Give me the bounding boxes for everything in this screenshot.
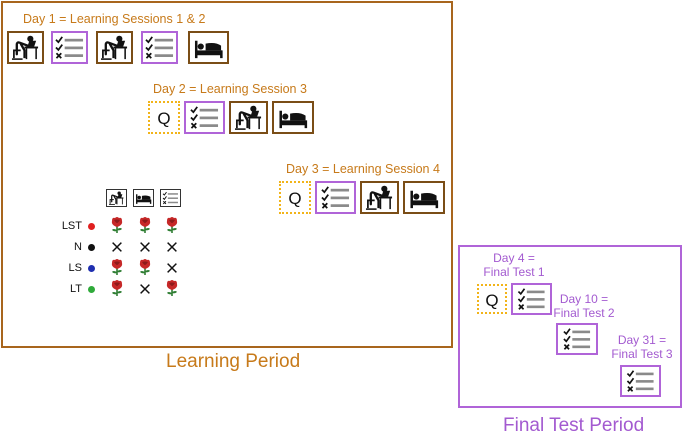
rose-icon	[164, 216, 180, 239]
cross-icon	[165, 261, 179, 280]
cross-icon	[138, 282, 152, 301]
study-icon	[360, 181, 399, 214]
legend-row-dot	[88, 223, 95, 230]
day4-line1: Day 4 =	[493, 251, 535, 265]
sleep-icon	[188, 31, 229, 64]
day3-label: Day 3 = Learning Session 4	[286, 162, 440, 176]
day1-label: Day 1 = Learning Sessions 1 & 2	[23, 12, 206, 26]
rose-icon	[109, 258, 125, 281]
legend-row-label: LT	[69, 283, 82, 295]
test-icon	[556, 323, 598, 355]
legend-row-label: LST	[61, 220, 82, 232]
quiz-letter: Q	[288, 189, 302, 208]
quiz-box: Q	[477, 284, 507, 314]
rose-icon	[164, 279, 180, 302]
legend-row-dot	[88, 286, 95, 293]
sleep-icon	[403, 181, 445, 214]
legend-header-sleep-icon	[133, 189, 154, 207]
day4-line2: Final Test 1	[483, 265, 545, 279]
day2-label: Day 2 = Learning Session 3	[153, 82, 307, 96]
legend-row-dot	[88, 244, 95, 251]
cross-icon	[165, 240, 179, 259]
legend-row-label: N	[74, 241, 82, 253]
study-icon	[96, 31, 133, 64]
test-icon	[184, 101, 225, 134]
rose-icon	[109, 216, 125, 239]
test-icon	[141, 31, 178, 64]
quiz-letter: Q	[157, 109, 171, 128]
test-icon	[51, 31, 88, 64]
day31-line1: Day 31 =	[617, 333, 667, 347]
rose-icon	[109, 279, 125, 302]
legend-header-test-icon	[160, 189, 181, 207]
final-test-period-label: Final Test Period	[503, 415, 645, 436]
day31-line2: Final Test 3	[611, 347, 673, 361]
legend-row-dot	[88, 265, 95, 272]
rose-icon	[137, 258, 153, 281]
day10-label: Day 10 = Final Test 2	[552, 292, 616, 320]
study-icon	[7, 31, 44, 64]
quiz-box: Q	[279, 181, 311, 214]
quiz-box: Q	[148, 101, 180, 134]
learning-period-frame	[1, 1, 453, 348]
sleep-icon	[272, 101, 314, 134]
study-icon	[229, 101, 268, 134]
day10-line1: Day 10 =	[559, 292, 609, 306]
test-icon	[620, 365, 661, 397]
quiz-letter: Q	[485, 291, 499, 310]
cross-icon	[138, 240, 152, 259]
cross-icon	[110, 240, 124, 259]
legend-header-study-icon	[106, 189, 127, 207]
day4-label: Day 4 = Final Test 1	[474, 251, 554, 279]
final-test-period-frame	[458, 245, 682, 408]
learning-period-label: Learning Period	[166, 351, 301, 372]
legend-row-label: LS	[68, 262, 82, 274]
rose-icon	[137, 216, 153, 239]
day10-line2: Final Test 2	[553, 306, 615, 320]
day31-label: Day 31 = Final Test 3	[604, 333, 680, 361]
test-icon	[511, 283, 552, 315]
test-icon	[315, 181, 356, 214]
